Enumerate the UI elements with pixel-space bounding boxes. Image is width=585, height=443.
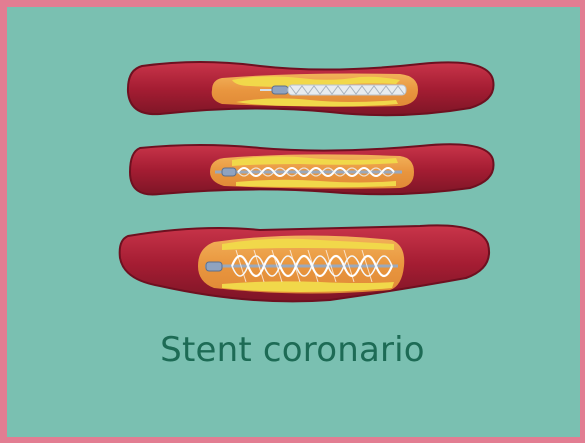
vessel-stage-3 [120, 225, 489, 301]
vessel-stage-1 [128, 62, 494, 115]
catheter-tip [206, 262, 222, 271]
catheter-tip [272, 86, 288, 94]
vessel-stage-2 [130, 144, 494, 194]
catheter-tip [222, 168, 236, 176]
caption-title: Stent coronario [0, 330, 585, 370]
